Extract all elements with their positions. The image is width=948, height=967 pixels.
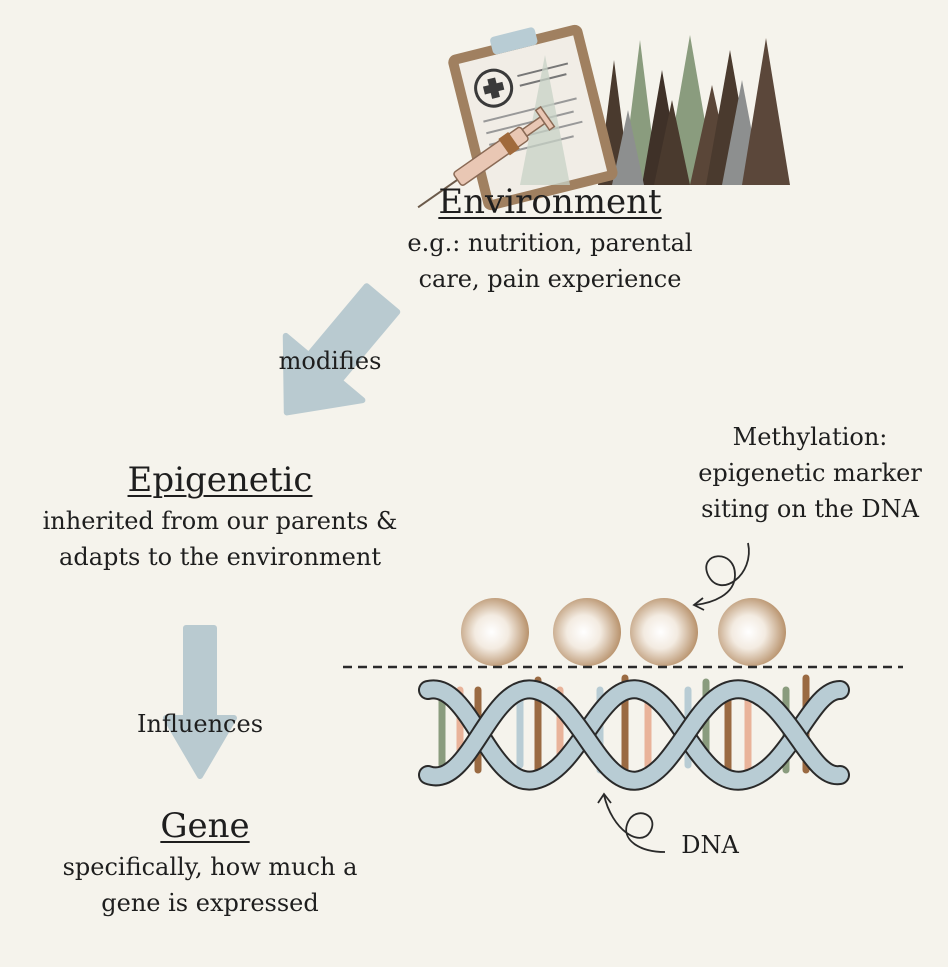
syringe-icon	[417, 105, 556, 209]
epigenetic-title: Epigenetic	[127, 460, 313, 500]
methyl-group-icon	[461, 598, 786, 666]
modifies-label: modifies	[278, 347, 382, 375]
methylation-line-2: epigenetic marker	[698, 459, 922, 487]
dna-label: DNA	[681, 831, 739, 859]
dna-pointer-arrow	[597, 792, 666, 853]
methylation-pointer-arrow	[692, 542, 750, 611]
gene-line-2: gene is expressed	[101, 889, 319, 917]
influences-arrow	[163, 625, 237, 779]
epigenetic-line-2: adapts to the environment	[59, 543, 381, 571]
forest-icon	[598, 35, 790, 185]
environment-title: Environment	[438, 182, 662, 222]
environment-line-1: e.g.: nutrition, parental	[407, 229, 693, 257]
epigenetic-line-1: inherited from our parents &	[42, 507, 398, 535]
influences-label: Influences	[136, 710, 264, 738]
modifies-arrow	[282, 283, 401, 416]
methylation-line-3: siting on the DNA	[701, 495, 919, 523]
environment-line-2: care, pain experience	[418, 265, 682, 293]
gene-title: Gene	[160, 806, 250, 846]
gene-line-1: specifically, how much a	[62, 853, 358, 881]
methylation-line-1: Methylation:	[732, 423, 888, 451]
dna-helix-icon	[418, 674, 850, 791]
